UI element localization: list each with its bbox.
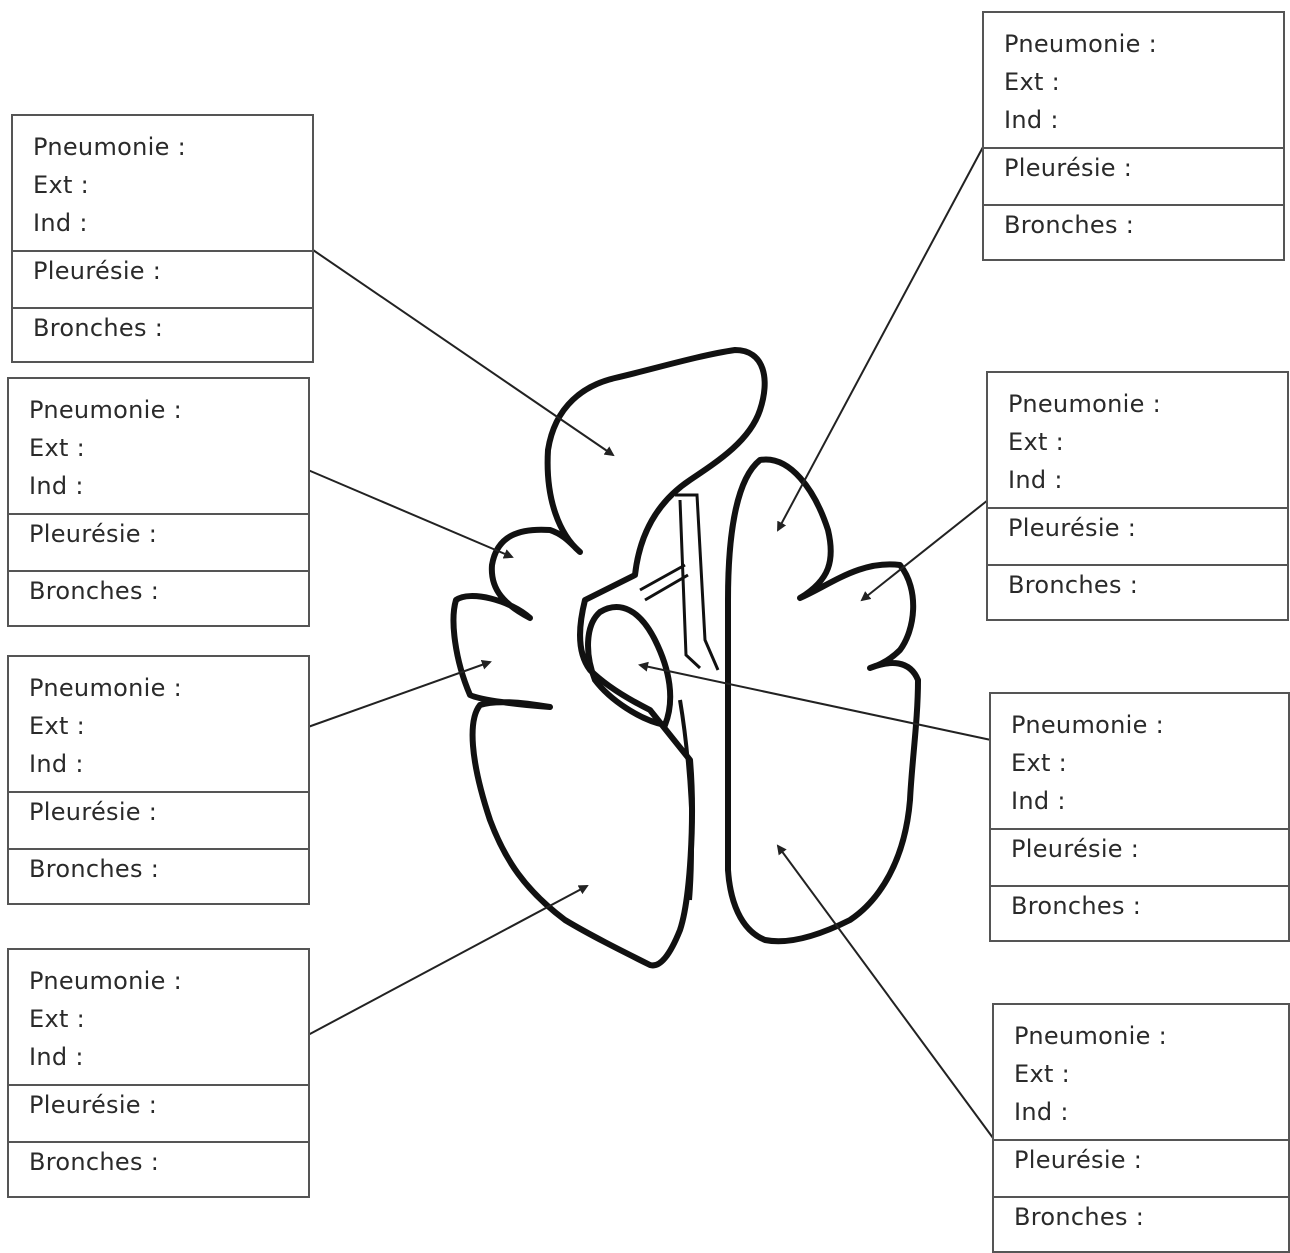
left-lung-outline: [450, 347, 768, 969]
pneumonie-label: Pneumonie :: [29, 674, 182, 702]
annotation-box-right-4: Pneumonie : Ext : Ind : Pleurésie : Bron…: [992, 1003, 1290, 1253]
ind-label: Ind :: [1011, 787, 1066, 815]
leader-line: [638, 661, 992, 741]
annotation-box-left-1: Pneumonie : Ext : Ind : Pleurésie : Bron…: [11, 114, 314, 363]
leader-line: [777, 146, 984, 532]
leader-line: [860, 499, 989, 602]
pleuresie-label: Pleurésie :: [29, 520, 158, 548]
ind-label: Ind :: [1008, 466, 1063, 494]
ext-label: Ext :: [1008, 428, 1064, 456]
ind-label: Ind :: [33, 209, 88, 237]
pneumonie-label: Pneumonie :: [1004, 30, 1157, 58]
pneumonie-label: Pneumonie :: [29, 396, 182, 424]
ind-label: Ind :: [29, 750, 84, 778]
bronches-label: Bronches :: [984, 204, 1283, 259]
pneumonie-label: Pneumonie :: [33, 133, 186, 161]
pneumonie-label: Pneumonie :: [1011, 711, 1164, 739]
ind-label: Ind :: [29, 1043, 84, 1071]
pleuresie-label: Pleurésie :: [29, 798, 158, 826]
accessory-lobe-outline: [585, 604, 674, 729]
annotation-box-left-4: Pneumonie : Ext : Ind : Pleurésie : Bron…: [7, 948, 310, 1198]
trachea: [639, 493, 720, 671]
leader-line: [307, 659, 492, 728]
ext-label: Ext :: [29, 1005, 85, 1033]
ind-label: Ind :: [1004, 106, 1059, 134]
ext-label: Ext :: [1014, 1060, 1070, 1088]
pleuresie-label: Pleurésie :: [1008, 514, 1137, 542]
bronches-label: Bronches :: [13, 307, 312, 362]
pleuresie-label: Pleurésie :: [33, 257, 162, 285]
annotation-box-right-1: Pneumonie : Ext : Ind : Pleurésie : Bron…: [982, 11, 1285, 261]
left-lung-fissure: [678, 699, 694, 901]
pleuresie-label: Pleurésie :: [29, 1091, 158, 1119]
bronches-label: Bronches :: [9, 848, 308, 903]
ind-label: Ind :: [29, 472, 84, 500]
pneumonie-label: Pneumonie :: [29, 967, 182, 995]
ext-label: Ext :: [1004, 68, 1060, 96]
pneumonie-label: Pneumonie :: [1008, 390, 1161, 418]
leader-line: [307, 885, 589, 1036]
right-lung-outline: [725, 456, 921, 945]
pleuresie-label: Pleurésie :: [1014, 1146, 1143, 1174]
ext-label: Ext :: [1011, 749, 1067, 777]
annotation-box-right-2: Pneumonie : Ext : Ind : Pleurésie : Bron…: [986, 371, 1289, 621]
ext-label: Ext :: [29, 434, 85, 462]
pleuresie-label: Pleurésie :: [1004, 154, 1133, 182]
bronches-label: Bronches :: [9, 1141, 308, 1196]
bronches-label: Bronches :: [988, 564, 1287, 619]
annotation-box-right-3: Pneumonie : Ext : Ind : Pleurésie : Bron…: [989, 692, 1290, 942]
ind-label: Ind :: [1014, 1098, 1069, 1126]
pleuresie-label: Pleurésie :: [1011, 835, 1140, 863]
leader-line: [307, 469, 514, 559]
ext-label: Ext :: [29, 712, 85, 740]
ext-label: Ext :: [33, 171, 89, 199]
leader-line: [776, 844, 994, 1139]
bronches-label: Bronches :: [991, 885, 1288, 940]
leader-line: [312, 249, 615, 457]
pneumonie-label: Pneumonie :: [1014, 1022, 1167, 1050]
bronches-label: Bronches :: [994, 1196, 1288, 1251]
annotation-box-left-2: Pneumonie : Ext : Ind : Pleurésie : Bron…: [7, 377, 310, 627]
bronches-label: Bronches :: [9, 570, 308, 625]
annotation-box-left-3: Pneumonie : Ext : Ind : Pleurésie : Bron…: [7, 655, 310, 905]
